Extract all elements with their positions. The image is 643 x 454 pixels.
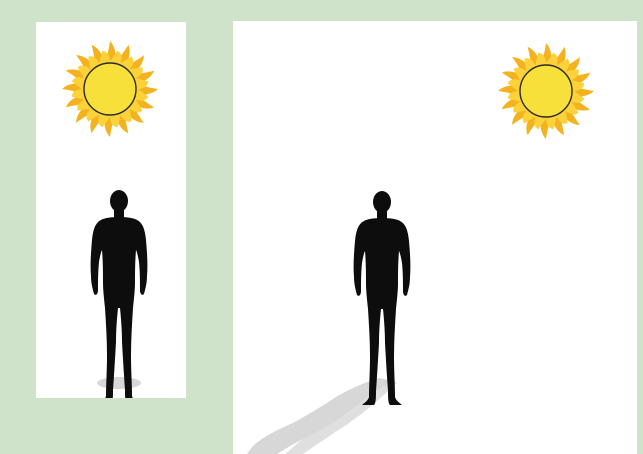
person-silhouette-icon — [91, 190, 148, 398]
sun-core — [520, 65, 572, 117]
person-part — [354, 218, 411, 405]
sun-icon — [498, 43, 594, 139]
person-part — [377, 210, 387, 219]
person-silhouette-icon — [354, 191, 411, 405]
person-part — [91, 217, 148, 398]
noon-panel-art — [36, 22, 186, 398]
short-shadow — [97, 377, 141, 389]
person-part — [373, 191, 391, 213]
afternoon-panel — [233, 21, 637, 454]
sun-icon — [62, 41, 158, 137]
afternoon-panel-art — [233, 21, 637, 454]
person-part — [114, 209, 124, 218]
noon-panel — [36, 22, 186, 398]
person-part — [110, 190, 128, 212]
sun-core — [84, 63, 136, 115]
